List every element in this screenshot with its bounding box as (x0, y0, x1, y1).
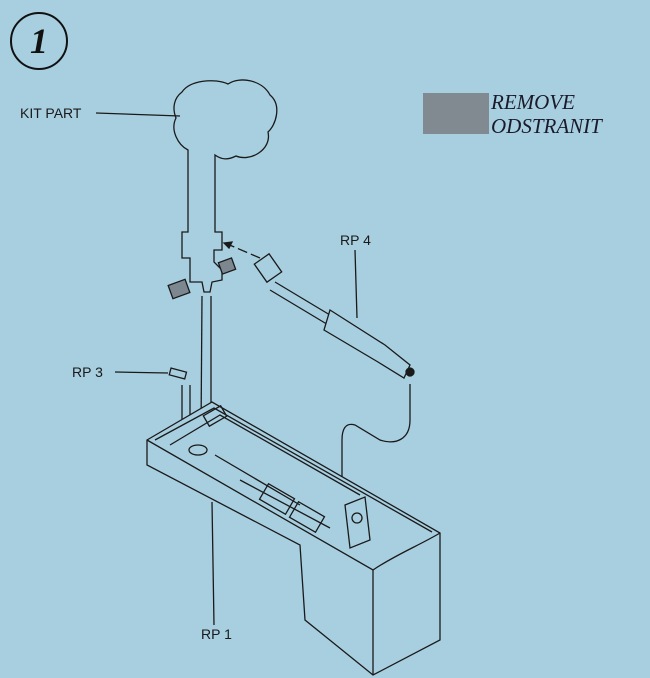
kit-part-label: KIT PART (20, 105, 82, 121)
rp3-part (168, 367, 188, 380)
rp1-label: RP 1 (201, 626, 232, 642)
step-number: 1 (30, 21, 48, 61)
legend-odstranit: ODSTRANIT (491, 114, 602, 138)
rp1-leader (211, 501, 215, 626)
rp4-part (253, 252, 415, 379)
legend-remove: REMOVE (491, 90, 575, 114)
rp3-label: RP 3 (72, 364, 103, 380)
rp4-label: RP 4 (340, 232, 371, 248)
rp1-console-base (146, 401, 441, 676)
kit-part-shifter (167, 79, 278, 300)
step-number-badge: 1 (10, 12, 68, 70)
remove-color-swatch (423, 93, 489, 134)
rp4-leader (354, 249, 358, 319)
rp3-leader (114, 371, 169, 374)
kit-part-leader (95, 112, 181, 117)
